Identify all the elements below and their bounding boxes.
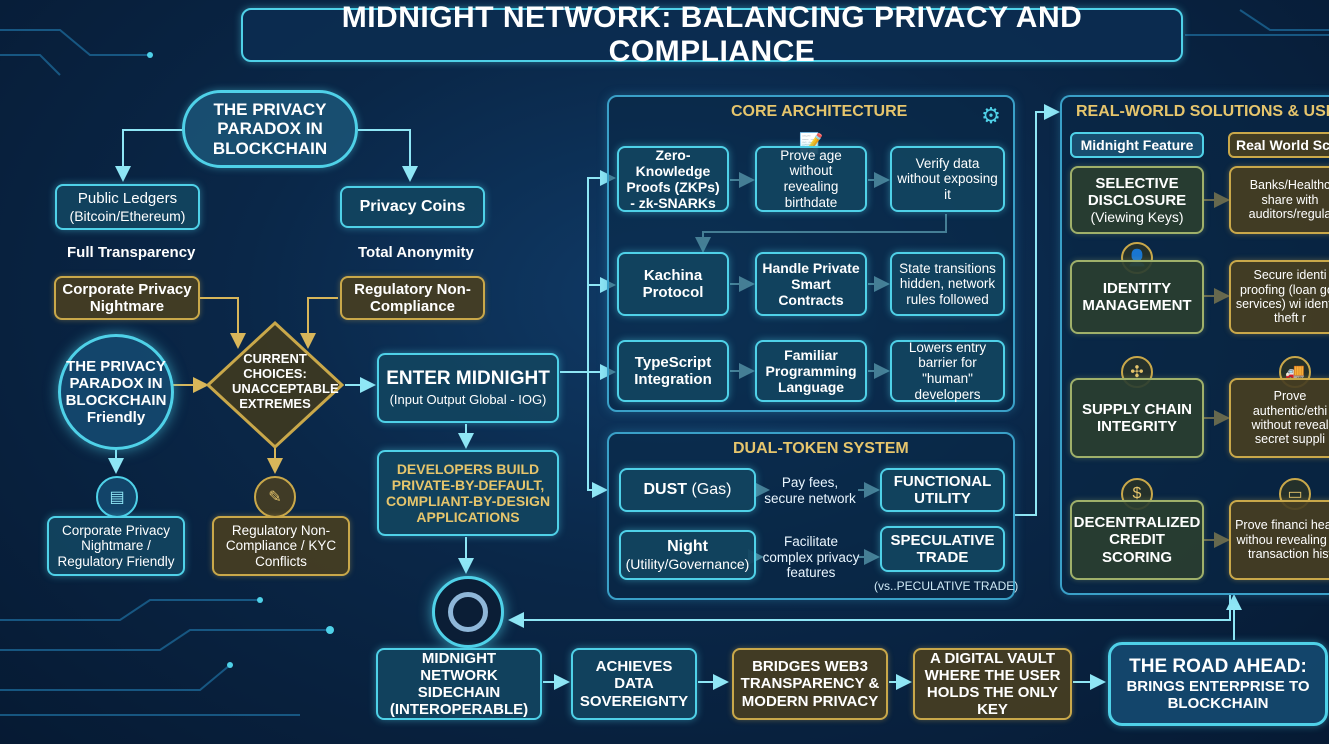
familiar-language-text: Familiar Programming Language (761, 347, 861, 395)
core-architecture-title: CORE ARCHITECTURE (731, 103, 907, 121)
digital-vault-box: A DIGITAL VAULT WHERE THE USER HOLDS THE… (913, 648, 1072, 720)
lowers-barrier-box: Lowers entry barrier for "human" develop… (890, 340, 1005, 402)
sovereignty-text: ACHIEVES DATA SOVEREIGNTY (577, 658, 691, 710)
selective-disclosure-box: SELECTIVE DISCLOSURE (Viewing Keys) (1070, 166, 1204, 234)
identity-management-text: IDENTITY MANAGEMENT (1076, 280, 1198, 315)
prove-age-text: Prove age without revealing birthdate (761, 148, 861, 210)
midnight-logo-ring (448, 592, 488, 632)
public-ledgers-sub: (Bitcoin/Ethereum) (70, 208, 186, 224)
bridges-text: BRIDGES WEB3 TRANSPARENCY & MODERN PRIVA… (738, 658, 882, 710)
dust-box: DUST (Gas) (619, 468, 756, 512)
sidechain-text: MIDNIGHT NETWORK SIDECHAIN (INTEROPERABL… (382, 650, 536, 719)
sidechain-box: MIDNIGHT NETWORK SIDECHAIN (INTEROPERABL… (376, 648, 542, 720)
road-ahead-box: THE ROAD AHEAD: BRINGS ENTERPRISE TO BLO… (1108, 642, 1328, 726)
scenario-supply-text: Prove authentic/ethi without reveal secr… (1235, 389, 1329, 447)
supply-chain-text: SUPPLY CHAIN INTEGRITY (1076, 401, 1198, 436)
typescript-text: TypeScript Integration (623, 354, 723, 389)
corporate-nightmare-box: Corporate Privacy Nightmare (54, 276, 200, 320)
regulatory-non-compliance-text: Regulatory Non-Compliance (346, 281, 479, 316)
col-header-scenario-text: Real World Scen (1236, 137, 1329, 153)
full-transparency-label: Full Transparency (67, 244, 195, 261)
dust-gas: (Gas) (687, 481, 731, 499)
regulatory-kyc-box: Regulatory Non-Compliance / KYC Conflict… (212, 516, 350, 576)
prove-age-box: Prove age without revealing birthdate (755, 146, 867, 212)
scenario-credit-text: Prove financi health withou revealing fu… (1235, 518, 1329, 561)
col-header-feature-text: Midnight Feature (1081, 137, 1194, 153)
public-ledgers-label: Public Ledgers (78, 190, 177, 207)
handle-contracts-box: Handle Private Smart Contracts (755, 252, 867, 316)
privacy-coins-box: Privacy Coins (340, 186, 485, 228)
current-choices-text: CURRENT CHOICES: UNACCEPTABLE EXTREMES (232, 352, 318, 412)
identity-management-box: IDENTITY MANAGEMENT (1070, 260, 1204, 334)
verify-data-text: Verify data without exposing it (896, 156, 999, 203)
functional-utility-box: FUNCTIONAL UTILITY (880, 468, 1005, 512)
scenario-credit-box: Prove financi health withou revealing fu… (1229, 500, 1329, 580)
scenario-banks-text: Banks/Healthc share with auditors/regula (1235, 178, 1329, 221)
pencil-note-icon: ✎ (254, 476, 296, 518)
scenario-identity-box: Secure identi proofing (loan gov service… (1229, 260, 1329, 334)
road-ahead-sub: BRINGS ENTERPRISE TO BLOCKCHAIN (1115, 678, 1321, 713)
privacy-coins-label: Privacy Coins (360, 198, 466, 216)
midnight-logo-icon (432, 576, 504, 648)
corporate-regulatory-friendly-box: Corporate Privacy Nightmare / Regulatory… (47, 516, 185, 576)
scenario-banks-box: Banks/Healthc share with auditors/regula (1229, 166, 1329, 234)
regulatory-non-compliance-box: Regulatory Non-Compliance (340, 276, 485, 320)
speculative-trade-text: SPECULATIVE TRADE (886, 532, 999, 567)
typescript-box: TypeScript Integration (617, 340, 729, 402)
scenario-identity-text: Secure identi proofing (loan gov service… (1235, 268, 1329, 326)
regulatory-kyc-text: Regulatory Non-Compliance / KYC Conflict… (218, 523, 344, 570)
selective-disclosure-text: SELECTIVE DISCLOSURE (1076, 175, 1198, 210)
verify-data-box: Verify data without exposing it (890, 146, 1005, 212)
developers-build-text: DEVELOPERS BUILD PRIVATE-BY-DEFAULT, COM… (383, 461, 553, 525)
familiar-language-box: Familiar Programming Language (755, 340, 867, 402)
main-title-banner: MIDNIGHT NETWORK: BALANCING PRIVACY AND … (241, 8, 1183, 62)
speculative-trade-box: SPECULATIVE TRADE (880, 526, 1005, 572)
privacy-paradox-circle: THE PRIVACY PARADOX IN BLOCKCHAIN Friend… (58, 334, 174, 450)
kachina-text: Kachina Protocol (623, 267, 723, 302)
enter-midnight-title: ENTER MIDNIGHT (386, 368, 550, 390)
road-ahead-title: THE ROAD AHEAD: (1129, 656, 1307, 678)
sovereignty-box: ACHIEVES DATA SOVEREIGNTY (571, 648, 697, 720)
functional-utility-text: FUNCTIONAL UTILITY (886, 473, 999, 508)
col-header-scenario: Real World Scen (1228, 132, 1329, 158)
credit-scoring-box: DECENTRALIZED CREDIT SCORING (1070, 500, 1204, 580)
gear-lock-icon: ⚙ (976, 101, 1006, 131)
pay-fees-text: Pay fees, secure network (762, 475, 858, 506)
page-title: MIDNIGHT NETWORK: BALANCING PRIVACY AND … (247, 1, 1177, 70)
total-anonymity-label: Total Anonymity (358, 244, 474, 261)
public-ledgers-box: Public Ledgers (Bitcoin/Ethereum) (55, 184, 200, 230)
state-transitions-text: State transitions hidden, network rules … (896, 261, 999, 308)
corporate-nightmare-text: Corporate Privacy Nightmare (60, 281, 194, 316)
lowers-barrier-text: Lowers entry barrier for "human" develop… (896, 340, 999, 402)
document-icon: ▤ (96, 476, 138, 518)
night-label: Night (667, 538, 708, 556)
facilitate-text: Facilitate complex privacy features (760, 534, 862, 581)
dust-bold: DUST (643, 481, 687, 499)
handle-contracts-text: Handle Private Smart Contracts (761, 260, 861, 308)
dual-token-title: DUAL-TOKEN SYSTEM (733, 440, 909, 458)
night-box: Night (Utility/Governance) (619, 530, 756, 580)
speculative-note: (vs..PECULATIVE TRADE) (874, 579, 1018, 593)
scenario-supply-box: Prove authentic/ethi without reveal secr… (1229, 378, 1329, 458)
selective-disclosure-sub: (Viewing Keys) (1090, 209, 1183, 225)
real-world-title: REAL-WORLD SOLUTIONS & USE CA (1076, 103, 1329, 121)
credit-scoring-text: DECENTRALIZED CREDIT SCORING (1074, 514, 1201, 566)
privacy-paradox-text: THE PRIVACY PARADOX IN BLOCKCHAIN (189, 100, 351, 159)
kachina-box: Kachina Protocol (617, 252, 729, 316)
bridges-box: BRIDGES WEB3 TRANSPARENCY & MODERN PRIVA… (732, 648, 888, 720)
enter-midnight-sub: (Input Output Global - IOG) (390, 393, 547, 408)
privacy-paradox-pill: THE PRIVACY PARADOX IN BLOCKCHAIN (182, 90, 358, 168)
privacy-paradox-circle-text: THE PRIVACY PARADOX IN BLOCKCHAIN Friend… (66, 358, 167, 427)
corporate-regulatory-friendly-text: Corporate Privacy Nightmare / Regulatory… (53, 523, 179, 570)
zkp-box: Zero-Knowledge Proofs (ZKPs) - zk-SNARKs (617, 146, 729, 212)
digital-vault-text: A DIGITAL VAULT WHERE THE USER HOLDS THE… (919, 650, 1066, 719)
col-header-feature: Midnight Feature (1070, 132, 1204, 158)
night-sub: (Utility/Governance) (626, 556, 750, 572)
zkp-text: Zero-Knowledge Proofs (ZKPs) - zk-SNARKs (623, 147, 723, 211)
supply-chain-box: SUPPLY CHAIN INTEGRITY (1070, 378, 1204, 458)
state-transitions-box: State transitions hidden, network rules … (890, 252, 1005, 316)
developers-build-box: DEVELOPERS BUILD PRIVATE-BY-DEFAULT, COM… (377, 450, 559, 536)
enter-midnight-box: ENTER MIDNIGHT (Input Output Global - IO… (377, 353, 559, 423)
